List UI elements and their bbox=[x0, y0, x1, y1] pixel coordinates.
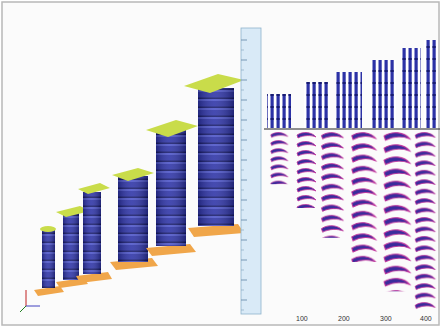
ruler bbox=[241, 28, 261, 314]
axis-tick-label: 300 bbox=[380, 315, 392, 323]
section-column bbox=[348, 132, 381, 262]
tip-plate bbox=[146, 120, 198, 137]
axis-tick-label: 200 bbox=[338, 315, 350, 323]
blade-stacks bbox=[20, 74, 244, 312]
section-column bbox=[268, 132, 291, 184]
blade-shade bbox=[83, 192, 101, 274]
axis-triad bbox=[20, 306, 26, 312]
section-column bbox=[318, 132, 348, 238]
side-view bbox=[370, 60, 396, 128]
section-column bbox=[294, 132, 320, 208]
section-column bbox=[412, 132, 437, 311]
blade-stack bbox=[156, 130, 186, 246]
ruler-body bbox=[241, 28, 261, 314]
side-view bbox=[336, 72, 362, 128]
axis-triad bbox=[26, 306, 40, 307]
blade-stack bbox=[63, 212, 79, 280]
side-view bbox=[401, 48, 421, 128]
blade-shade bbox=[198, 88, 234, 226]
figure-frame bbox=[2, 2, 439, 325]
tip-plate bbox=[78, 183, 110, 194]
blade-shade bbox=[42, 230, 55, 288]
blade-stack bbox=[83, 192, 101, 274]
blade-sections bbox=[268, 132, 437, 311]
axis-tick-label: 400 bbox=[420, 315, 432, 323]
tip-plate bbox=[40, 226, 56, 232]
blade-shade bbox=[63, 212, 79, 280]
ruler-minor-ticks bbox=[241, 50, 244, 310]
side-view bbox=[267, 94, 291, 128]
hub-line bbox=[264, 129, 440, 130]
blade-stack bbox=[42, 230, 55, 288]
blade-side-views bbox=[264, 40, 440, 129]
blade-shade bbox=[118, 176, 148, 262]
side-view bbox=[304, 82, 330, 128]
tip-plate bbox=[184, 74, 244, 93]
blade-stack bbox=[118, 176, 148, 262]
section-column bbox=[380, 132, 415, 291]
blade-shade bbox=[156, 130, 186, 246]
axis-tick-label: 100 bbox=[296, 315, 308, 323]
blade-stack bbox=[198, 88, 234, 226]
axis-triad bbox=[26, 290, 27, 306]
tip-plate bbox=[112, 168, 154, 181]
side-view bbox=[424, 40, 438, 128]
